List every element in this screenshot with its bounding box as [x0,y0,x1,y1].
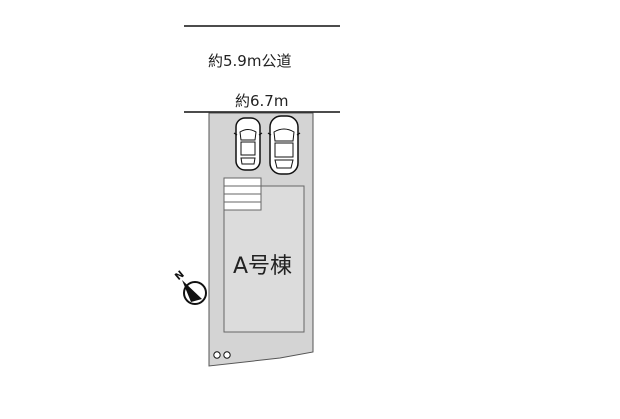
frontage-width-label: 約6.7m [235,92,289,110]
north-arrow-icon: N [173,269,207,305]
car-icon [267,115,301,175]
building-label: A号棟 [233,254,293,279]
car-icon [233,117,263,171]
steps-icon [223,177,262,211]
svg-text:N: N [173,269,186,283]
utility-marks-icon [213,351,231,359]
road-width-label: 約5.9m公道 [208,52,292,70]
